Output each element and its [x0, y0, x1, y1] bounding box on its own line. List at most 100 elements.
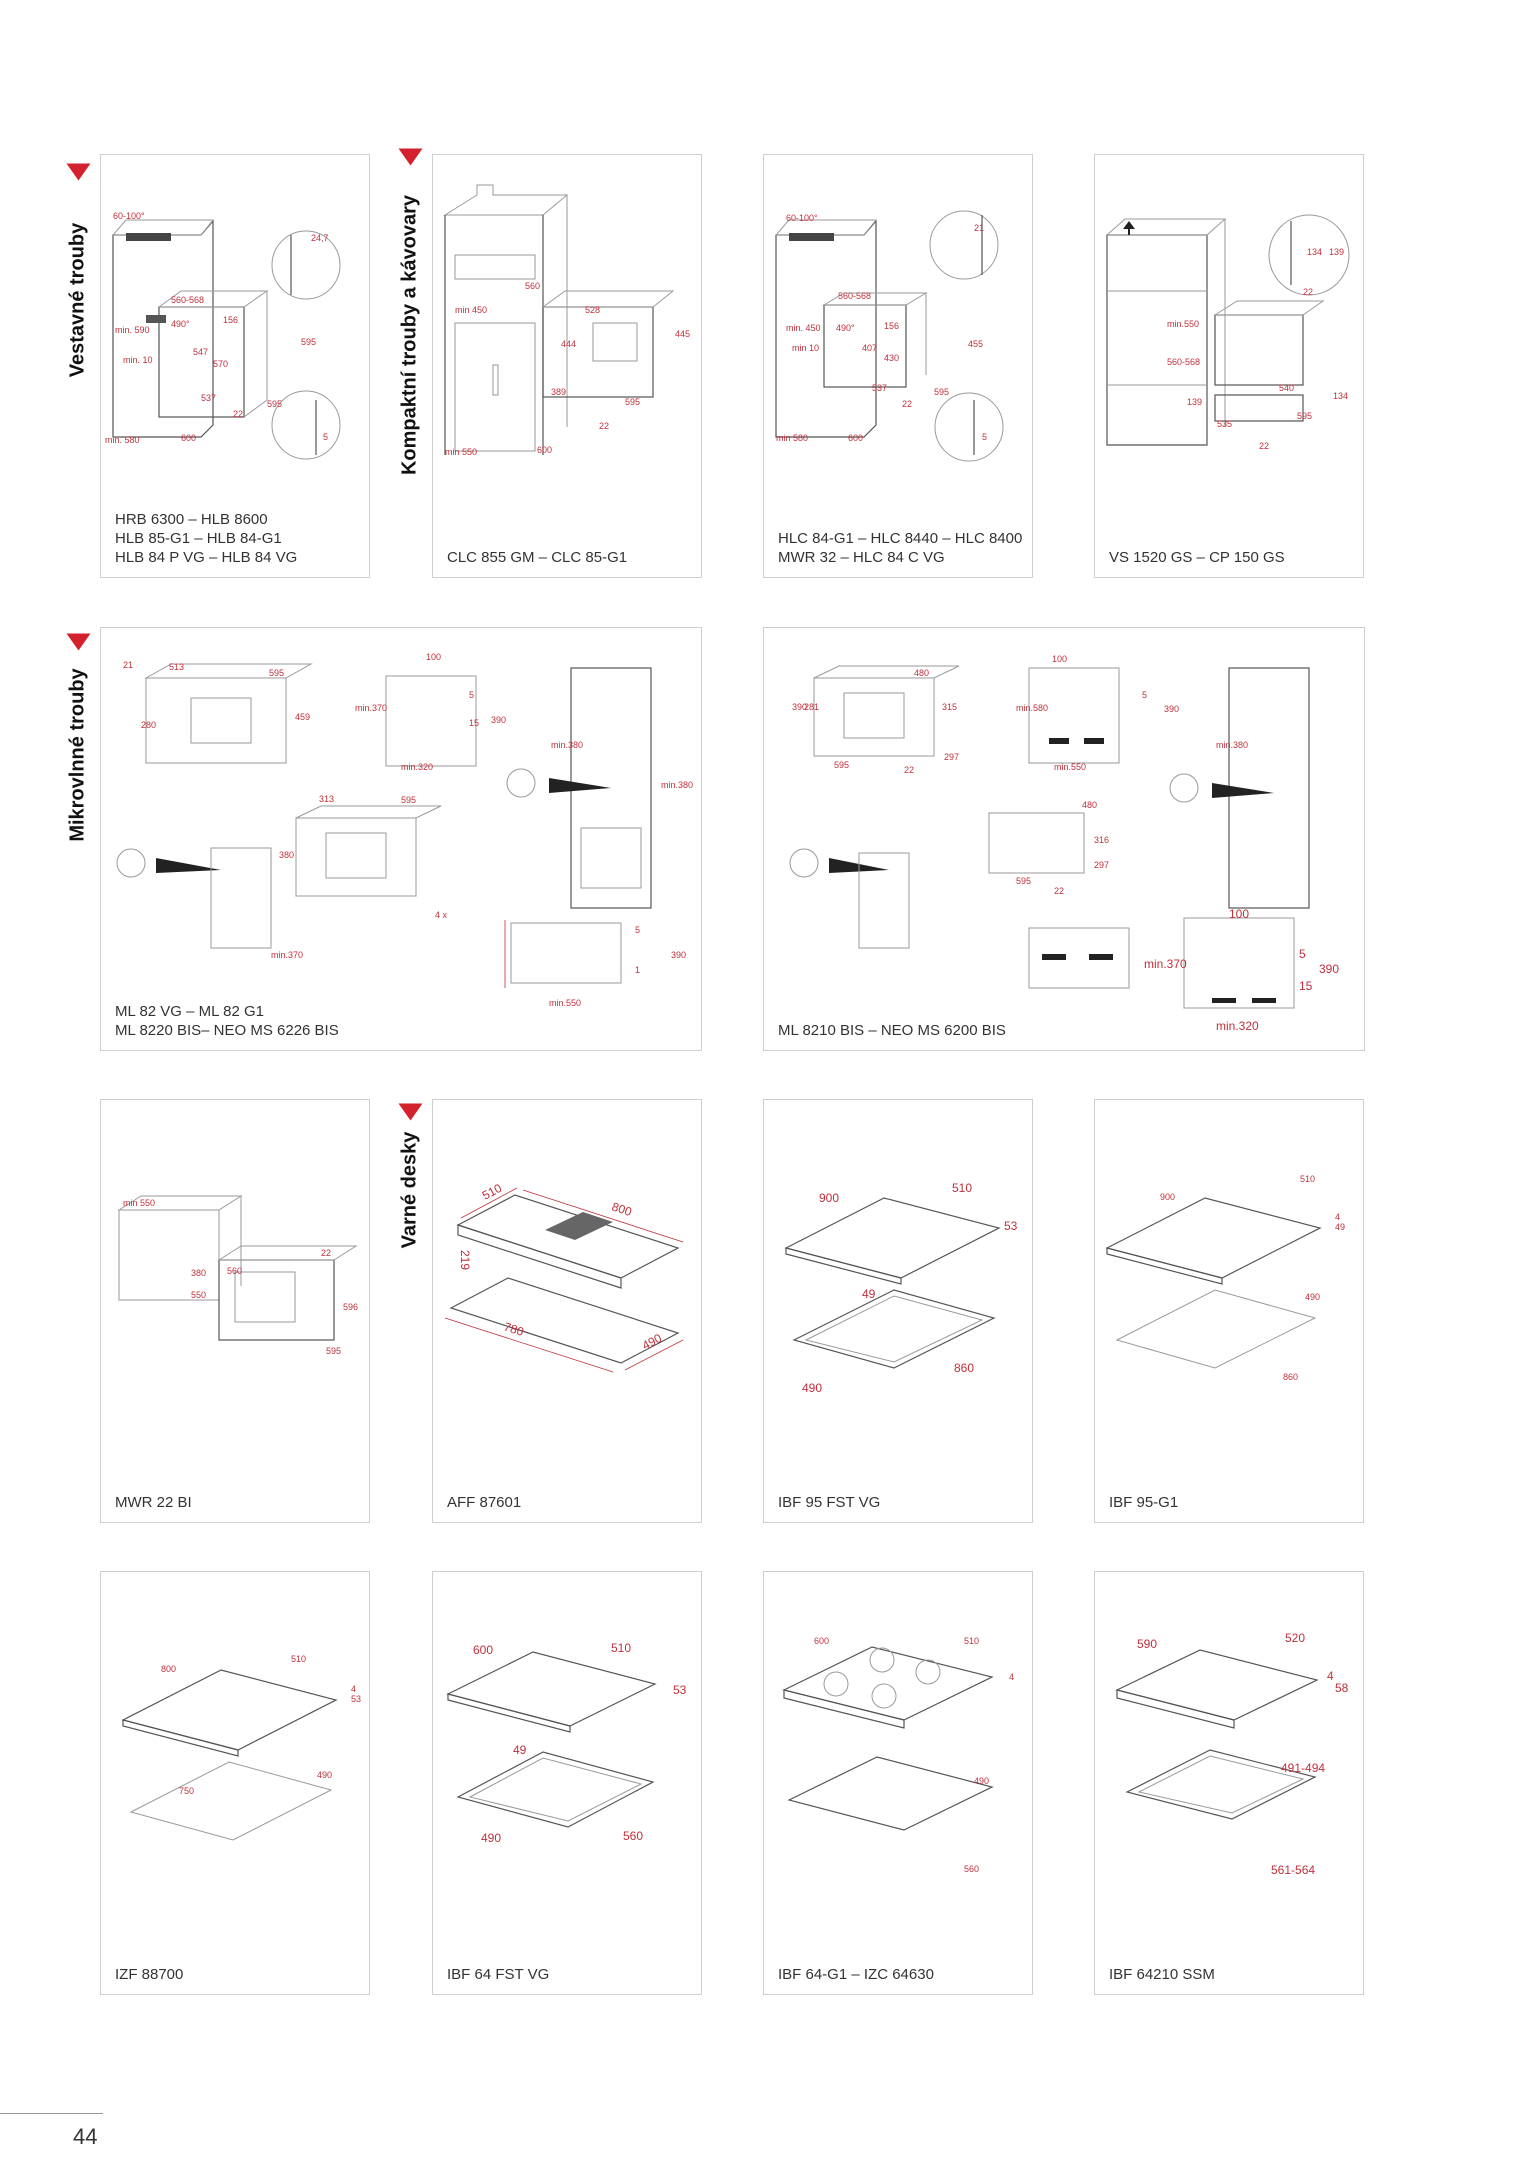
dimension-label: min.380	[551, 740, 583, 750]
hob-drawing: 900 510 53 49 490 860	[784, 1181, 1018, 1395]
dimension-label: 480	[914, 668, 929, 678]
dimension-label: 600	[814, 1636, 829, 1646]
dimension-label: 860	[954, 1361, 974, 1375]
dimension-label: 560	[227, 1266, 242, 1276]
dimension-label: 560-568	[838, 291, 871, 301]
dimension-label: 600	[537, 445, 552, 455]
dimension-label: 491-494	[1281, 1761, 1325, 1775]
dimension-label: 21	[123, 660, 133, 670]
dimension-label: min.320	[401, 762, 433, 772]
hob-drawing: 600 510 4 490 560	[782, 1636, 1014, 1874]
product-card-ibf-95-g1: 900 510 4 49 490 860 IBF 95-G1	[1094, 1099, 1364, 1523]
dimension-label: 595	[834, 760, 849, 770]
dimension-label: 560	[964, 1864, 979, 1874]
compact-oven-drawing: 60-100° 21 560-568 min. 450 490° 156 455…	[774, 210, 1004, 462]
dimension-label: 297	[1094, 860, 1109, 870]
dimension-label: 5	[635, 925, 640, 935]
dimension-label: 58	[1335, 1681, 1349, 1695]
section-label-built-in-ovens: Vestavné trouby	[58, 163, 98, 420]
dimension-label: 490°	[836, 323, 855, 333]
dimension-label: 53	[673, 1683, 687, 1697]
dimension-label: 4	[1327, 1669, 1334, 1683]
warming-drawer-drawing: 134 139 22 min.550 560-568 139 540 134 5…	[1105, 214, 1350, 451]
dimension-label: 480	[1082, 800, 1097, 810]
dimension-label: 100	[1229, 907, 1249, 921]
dimension-label: 53	[1004, 1219, 1018, 1233]
dimension-label: 560	[623, 1829, 643, 1843]
product-caption: IBF 95-G1	[1109, 1494, 1179, 1511]
dimension-label: 22	[1054, 886, 1064, 896]
hob-drawing: 800 510 4 53 750 490	[121, 1654, 361, 1841]
hob-drawing: 600 510 53 49 490 560	[446, 1641, 687, 1845]
dimension-label: 444	[561, 339, 576, 349]
product-caption: IBF 64 FST VG	[447, 1966, 550, 1983]
dimension-label: 134	[1307, 247, 1322, 257]
section-label-compact-ovens: Kompaktní trouby a kávovary	[390, 148, 430, 505]
hob-drawing: 590 520 4 58 491-494 561-564	[1115, 1631, 1349, 1877]
dimension-label: min.370	[1144, 957, 1187, 971]
dimension-label: 490	[802, 1381, 822, 1395]
product-caption: MWR 22 BI	[115, 1494, 192, 1511]
section-marker-icon	[398, 148, 423, 166]
dimension-label: 590	[1137, 1637, 1157, 1651]
dimension-label: 139	[1329, 247, 1344, 257]
product-caption: VS 1520 GS – CP 150 GS	[1109, 549, 1285, 566]
product-card-hlc-84: 60-100° 21 560-568 min. 450 490° 156 455…	[763, 154, 1033, 578]
dimension-label: 550	[191, 1290, 206, 1300]
product-caption: AFF 87601	[447, 1494, 522, 1511]
dimension-label: min. 580	[105, 435, 140, 445]
product-caption: ML 82 VG – ML 82 G1 ML 8220 BIS– NEO MS …	[115, 1003, 339, 1039]
dimension-label: min. 590	[115, 325, 150, 335]
dimension-label: min 550	[445, 447, 477, 457]
dimension-label: 4	[1335, 1212, 1340, 1222]
dimension-label: 5	[469, 690, 474, 700]
dimension-label: 4	[351, 1684, 356, 1694]
product-caption: ML 8210 BIS – NEO MS 6200 BIS	[778, 1022, 1006, 1039]
dimension-label: 513	[169, 662, 184, 672]
dimension-label: 5	[323, 432, 328, 442]
dimension-label: 380	[191, 1268, 206, 1278]
dimension-label: 600	[181, 433, 196, 443]
dimension-label: 459	[295, 712, 310, 722]
product-card-clc-855: min 450 560 528 445 444 389 595 22 min 5…	[432, 154, 702, 578]
dimension-label: 22	[902, 399, 912, 409]
dimension-label: 4	[1009, 1672, 1014, 1682]
dimension-label: 15	[469, 718, 479, 728]
dimension-label: 156	[223, 315, 238, 325]
hob-drawing: 510 800 219 780 490	[444, 1181, 684, 1373]
dimension-label: 560-568	[1167, 357, 1200, 367]
hob-drawing: 900 510 4 49 490 860	[1105, 1174, 1345, 1382]
dimension-label: 510	[964, 1636, 979, 1646]
dimension-label: 315	[942, 702, 957, 712]
dimension-label: 510	[952, 1181, 972, 1195]
dimension-label: min. 10	[123, 355, 153, 365]
dimension-label: 22	[1259, 441, 1269, 451]
product-caption: CLC 855 GM – CLC 85-G1	[447, 549, 628, 566]
dimension-label: 4 x	[435, 910, 448, 920]
dimension-label: min. 450	[786, 323, 821, 333]
product-card-ibf-64210: 590 520 4 58 491-494 561-564 IBF 64210 S…	[1094, 1571, 1364, 1995]
dimension-label: 430	[884, 353, 899, 363]
section-marker-icon	[66, 633, 91, 651]
dimension-label: 316	[1094, 835, 1109, 845]
dimension-label: 528	[585, 305, 600, 315]
dimension-label: 390	[491, 715, 506, 725]
section-label-microwaves: Mikrovlnné trouby	[58, 633, 98, 860]
dimension-label: 490	[481, 1831, 501, 1845]
dimension-label: 490	[640, 1331, 665, 1353]
dimension-label: 595	[267, 399, 282, 409]
dimension-label: 535	[1217, 419, 1232, 429]
dimension-label: 560	[525, 281, 540, 291]
product-card-ml-8210: 480 100 390 281 315 min.580 5 390 595 22…	[763, 627, 1365, 1051]
dimension-label: min 450	[455, 305, 487, 315]
dimension-label: 390	[1164, 704, 1179, 714]
dimension-label: 900	[819, 1191, 839, 1205]
dimension-label: 600	[473, 1643, 493, 1657]
dimension-label: min.580	[1016, 703, 1048, 713]
dimension-label: 600	[848, 433, 863, 443]
dimension-label: min 550	[123, 1198, 155, 1208]
dimension-label: 5	[1299, 947, 1306, 961]
dimension-label: 445	[675, 329, 690, 339]
footer-rule	[0, 2113, 103, 2114]
dimension-label: 595	[301, 337, 316, 347]
